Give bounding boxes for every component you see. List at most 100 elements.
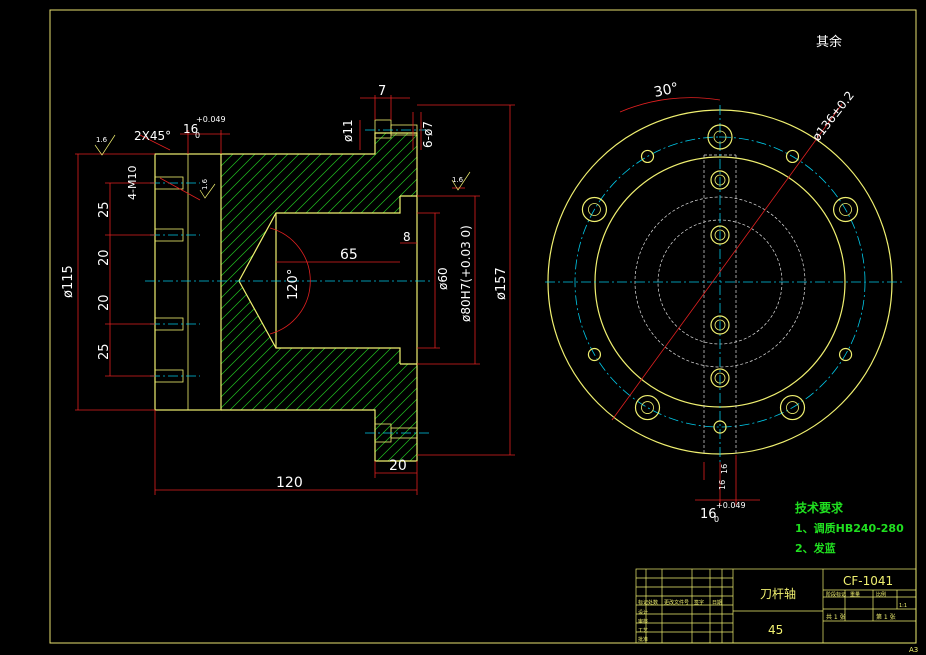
hatch-line — [470, 100, 870, 500]
rough-1-6-a: 1.6 — [96, 136, 108, 144]
axis-hole — [710, 170, 730, 190]
hatch-line — [221, 133, 409, 461]
hatch-line — [221, 133, 277, 461]
hatch-line — [315, 133, 417, 461]
bolt-hole — [838, 347, 853, 362]
dim-angle-120: 120° — [286, 269, 301, 300]
axis-hole — [710, 368, 730, 388]
hatch-line — [0, 100, 155, 500]
bottom-16-sub: 0 — [714, 515, 719, 524]
flange-holes — [154, 176, 184, 383]
tech-item-1: 1、调质HB240-280 — [795, 521, 904, 535]
hatch-line — [514, 100, 914, 500]
hatch-line — [359, 133, 417, 461]
tb-ratio: 1:1 — [899, 603, 907, 609]
tb-weight: 重量 — [850, 591, 860, 598]
bolt-hole — [785, 149, 800, 164]
dim-dia136: ø136±0.2 — [809, 88, 857, 143]
rough-16-a: 16 — [720, 464, 729, 474]
tb-label-0: 标记 — [638, 599, 648, 606]
section-view: 7 ø11 6-ø7 2X45° 16 0 +0.049 4-M10 25 20… — [0, 84, 926, 500]
hatch-line — [0, 100, 166, 500]
front-view — [545, 97, 905, 505]
tb-design: 设计 — [638, 609, 648, 616]
hatch-line — [0, 100, 133, 500]
bolt-hole — [713, 420, 727, 434]
axis-hole — [710, 225, 730, 245]
hatch-line — [221, 133, 417, 461]
body-outline — [221, 132, 418, 462]
hatch-line — [221, 133, 417, 461]
dim-16-sup: +0.049 — [196, 115, 226, 124]
hatch-line — [221, 133, 417, 461]
hatch-line — [381, 133, 417, 461]
roughness-symbols — [94, 134, 471, 199]
bore-outline — [238, 196, 401, 364]
bolt-hole — [587, 347, 602, 362]
angle-30: 30° — [653, 80, 681, 101]
bolt-hole — [581, 196, 608, 223]
dim-dia11: ø11 — [341, 119, 355, 142]
hatch-line — [221, 133, 266, 461]
dim-dia80: ø80H7(+0.03 0) — [459, 225, 473, 322]
hatch-line — [221, 133, 365, 461]
hatch-line — [580, 100, 926, 500]
hatch-line — [221, 133, 354, 461]
hatch-line — [221, 133, 417, 461]
hatch-line — [221, 133, 343, 461]
bolt-hole — [832, 196, 859, 223]
hatch-line — [282, 133, 417, 461]
hatch-line — [426, 100, 826, 500]
hatch-line — [547, 100, 926, 500]
dim-16-sub: 0 — [195, 131, 200, 140]
hatch-line — [221, 133, 417, 461]
tb-approve: 批准 — [638, 636, 648, 643]
bolt-hole — [640, 149, 655, 164]
hatch-line — [221, 133, 332, 461]
hatch-line — [370, 133, 417, 461]
dim-8: 8 — [403, 230, 411, 244]
tb-label-4: 日期 — [712, 600, 722, 606]
bolt-holes — [581, 124, 859, 434]
hatch-line — [0, 100, 111, 500]
hatch-line — [221, 133, 417, 461]
hatch-line — [221, 133, 310, 461]
tb-stage: 阶段标记 — [826, 591, 846, 598]
rough-16-b: 16 — [718, 480, 727, 490]
hatch-line — [459, 100, 859, 500]
rough-1-6-b: 1.6 — [452, 176, 464, 184]
part-title: 刀杆轴 — [760, 586, 796, 601]
technical-requirements: 技术要求 1、调质HB240-280 2、发蓝 — [795, 500, 904, 555]
tb-label-2: 更改文件号 — [664, 599, 689, 606]
dim-25-bottom: 25 — [97, 343, 112, 360]
dia136-leader — [611, 103, 843, 421]
bottom-16-sup: +0.049 — [716, 501, 746, 510]
hatch-line — [221, 133, 417, 461]
hatch-line — [221, 133, 233, 461]
bolt-hole — [634, 394, 661, 421]
tb-sheet-no: 第 1 张 — [876, 613, 896, 621]
hatch-line — [0, 100, 144, 500]
hatch-line — [221, 133, 321, 461]
hatch-line — [337, 133, 417, 461]
hatch-line — [0, 100, 177, 500]
hatch-line — [221, 133, 417, 461]
hatch-line — [221, 133, 288, 461]
hatch-line — [221, 133, 417, 461]
hatch-line — [221, 133, 244, 461]
dim-6-dia7: 6-ø7 — [421, 121, 435, 148]
tech-heading: 技术要求 — [795, 500, 844, 515]
hatch-line — [221, 133, 417, 461]
drawing-number: CF-1041 — [843, 574, 893, 588]
hatch-line — [221, 133, 255, 461]
dim-dia115: ø115 — [61, 265, 76, 298]
dim-65: 65 — [340, 247, 358, 263]
title-block: 刀杆轴 45 CF-1041 阶段标记 重量 比例 1:1 共 1 张 第 1 … — [635, 568, 917, 644]
tech-item-2: 2、发蓝 — [795, 541, 836, 555]
hatch-line — [221, 133, 417, 461]
dim-dia60: ø60 — [436, 267, 450, 290]
tb-sheets: 共 1 张 — [826, 613, 846, 621]
hatch-line — [249, 133, 417, 461]
dim-4-m10: 4-M10 — [126, 166, 139, 200]
hatch-line — [221, 133, 299, 461]
